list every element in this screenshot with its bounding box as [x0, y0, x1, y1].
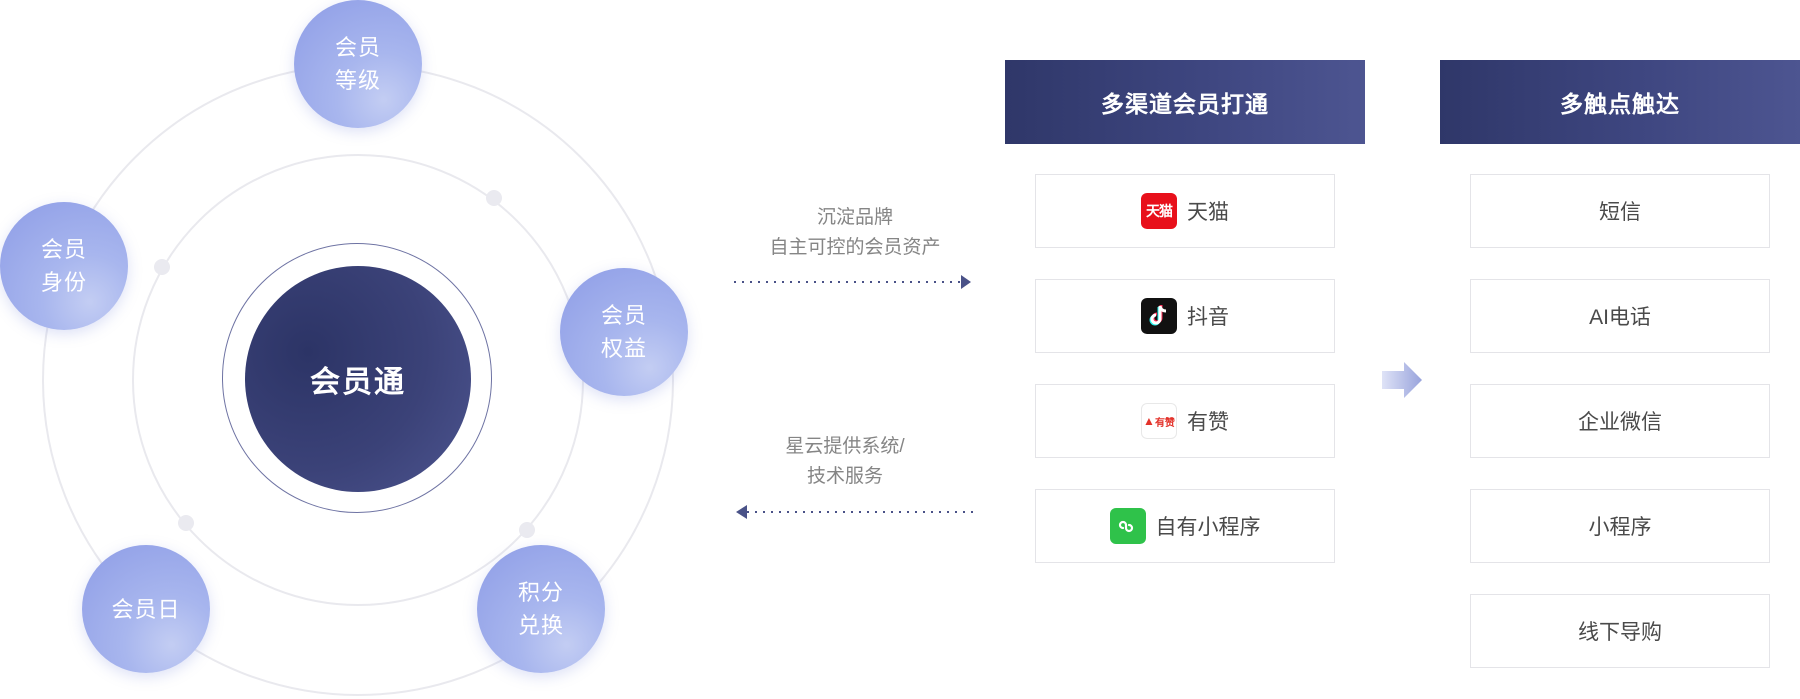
tmall-icon: 天猫	[1141, 193, 1177, 229]
channel-card-tmall: 天猫 天猫	[1035, 174, 1335, 248]
touchpoint-label: 线下导购	[1578, 621, 1662, 644]
channel-label: 有赞	[1187, 411, 1229, 434]
touchpoint-card-ai-call: AI电话	[1470, 279, 1770, 353]
douyin-icon	[1141, 298, 1177, 334]
touchpoint-label: 小程序	[1588, 516, 1652, 539]
mini-program-icon	[1109, 508, 1146, 544]
flow-arrowhead-right	[961, 275, 971, 289]
orbit-dot	[486, 190, 502, 206]
core-ring	[222, 243, 492, 513]
youzan-icon: ▲有赞	[1141, 403, 1177, 439]
flow-arrowhead-left	[736, 505, 747, 519]
orbit-dot	[154, 259, 170, 275]
satellite-member-level: 会员 等级	[294, 0, 422, 128]
arrow-right-icon	[1382, 362, 1422, 398]
channel-label: 抖音	[1187, 306, 1229, 329]
touchpoint-card-mini-program: 小程序	[1470, 489, 1770, 563]
touchpoint-label: AI电话	[1589, 306, 1651, 329]
youzan-thumb-icon: ▲	[1143, 414, 1155, 428]
channels-header: 多渠道会员打通	[1005, 60, 1365, 144]
flow-arrows	[734, 275, 973, 519]
touchpoint-card-offline-guide: 线下导购	[1470, 594, 1770, 668]
satellite-member-identity: 会员 身份	[0, 202, 128, 330]
touchpoint-card-wecom: 企业微信	[1470, 384, 1770, 458]
satellite-member-day: 会员日	[82, 545, 210, 673]
satellite-points-exchange: 积分 兑换	[477, 545, 605, 673]
touchpoint-label: 短信	[1599, 201, 1641, 224]
flow-label-bottom: 星云提供系统/ 技术服务	[785, 436, 905, 487]
orbit-dot	[178, 515, 194, 531]
channel-card-youzan: ▲有赞 有赞	[1035, 384, 1335, 458]
core-member-hub: 会员通	[245, 266, 471, 492]
channel-card-douyin: 抖音	[1035, 279, 1335, 353]
orbit-dot	[519, 522, 535, 538]
flow-label-top: 沉淀品牌 自主可控的会员资产	[769, 207, 941, 258]
channel-label: 天猫	[1187, 201, 1229, 224]
touchpoint-card-sms: 短信	[1470, 174, 1770, 248]
touchpoints-header: 多触点触达	[1440, 60, 1800, 144]
channel-card-mini-program: 自有小程序	[1035, 489, 1335, 563]
channel-label: 自有小程序	[1155, 516, 1261, 539]
satellite-member-rights: 会员 权益	[560, 268, 688, 396]
touchpoint-label: 企业微信	[1578, 411, 1662, 434]
